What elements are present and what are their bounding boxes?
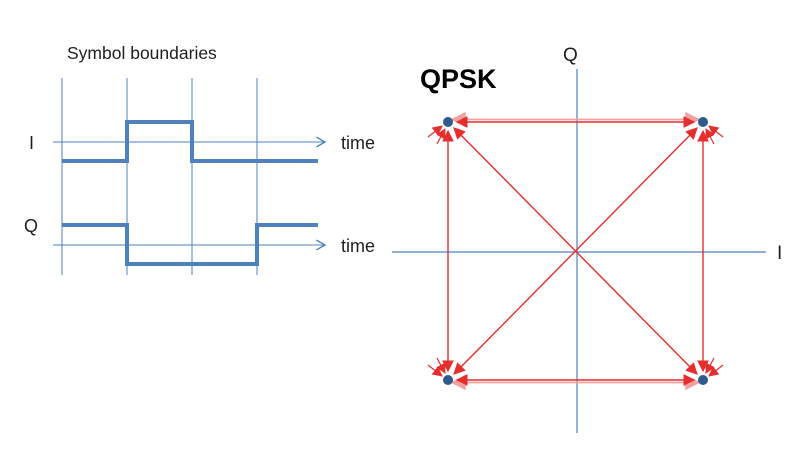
symbol-boundaries-title: Symbol boundaries — [67, 43, 217, 63]
whisker-arrow — [427, 364, 443, 377]
whisker-arrow — [708, 125, 724, 138]
q-waveform-trace — [62, 223, 318, 266]
arrowhead-cluster-whiskers — [427, 125, 724, 377]
constellation-point-bottom-left — [443, 375, 453, 385]
constellation-point-top-right — [698, 117, 708, 127]
q-waveform-label: Q — [24, 216, 38, 236]
whisker-arrow — [705, 128, 715, 145]
i-time-axis-label: time — [341, 133, 375, 153]
constellation-point-bottom-right — [698, 375, 708, 385]
transition-arrow-diagonal-bl-tr — [453, 127, 698, 375]
i-waveform-label: I — [29, 133, 34, 153]
q-time-axis-label: time — [341, 236, 375, 256]
qpsk-title: QPSK — [420, 64, 497, 94]
i-waveform-trace — [62, 120, 318, 163]
waveform-panel: Symbol boundaries I time Q time — [24, 43, 375, 275]
whisker-arrow — [427, 125, 443, 138]
constellation-i-axis-label: I — [777, 243, 782, 264]
whisker-arrow — [436, 128, 446, 145]
whisker-arrow — [705, 357, 715, 374]
whisker-arrow — [708, 364, 724, 377]
constellation-q-axis-label: Q — [563, 45, 578, 66]
constellation-point-top-left — [443, 117, 453, 127]
whisker-arrow — [436, 357, 446, 374]
constellation-panel: QPSK Q I — [392, 45, 782, 433]
